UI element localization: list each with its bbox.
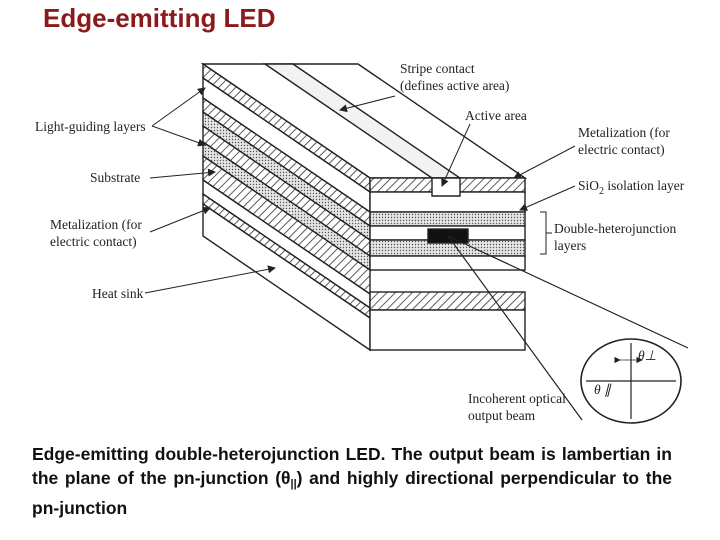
label-active-area: Active area [465, 108, 527, 123]
led-block [200, 62, 528, 352]
label-stripe-contact-sub: (defines active area) [400, 78, 509, 93]
front-layer-substrate [369, 291, 526, 311]
label-metal-left-2: electric contact) [50, 234, 137, 249]
slide-title: Edge-emitting LED [43, 3, 276, 33]
label-theta-par: θ ∥ [594, 382, 612, 397]
front-layer-dh-top [369, 211, 526, 227]
label-metal-left-1: Metalization (for [50, 217, 142, 232]
leader-lines [144, 87, 576, 294]
label-light-guiding: Light-guiding layers [35, 119, 146, 134]
figure-caption: Edge-emitting double-heterojunction LED.… [32, 444, 672, 518]
label-metal-right-2: electric contact) [578, 142, 665, 157]
label-sio2: SiO2 isolation layer [578, 178, 685, 197]
label-incoherent-2: output beam [468, 408, 536, 423]
edge-led-diagram: Stripe contact (defines active area) Act… [35, 61, 689, 424]
label-incoherent-1: Incoherent optical [468, 391, 566, 406]
label-theta-perp: θ⊥ [638, 348, 656, 363]
label-stripe-contact: Stripe contact [400, 61, 475, 76]
label-metal-right-1: Metalization (for [578, 125, 670, 140]
output-beam [447, 235, 689, 424]
label-dh-2: layers [554, 238, 586, 253]
label-dh-1: Double-heterojunction [554, 221, 676, 236]
stripe-notch [431, 177, 461, 197]
label-substrate: Substrate [90, 170, 140, 185]
front-layer-guide-bottom [369, 255, 526, 271]
front-layer-heatsink [369, 309, 526, 351]
label-heat-sink: Heat sink [92, 286, 144, 301]
